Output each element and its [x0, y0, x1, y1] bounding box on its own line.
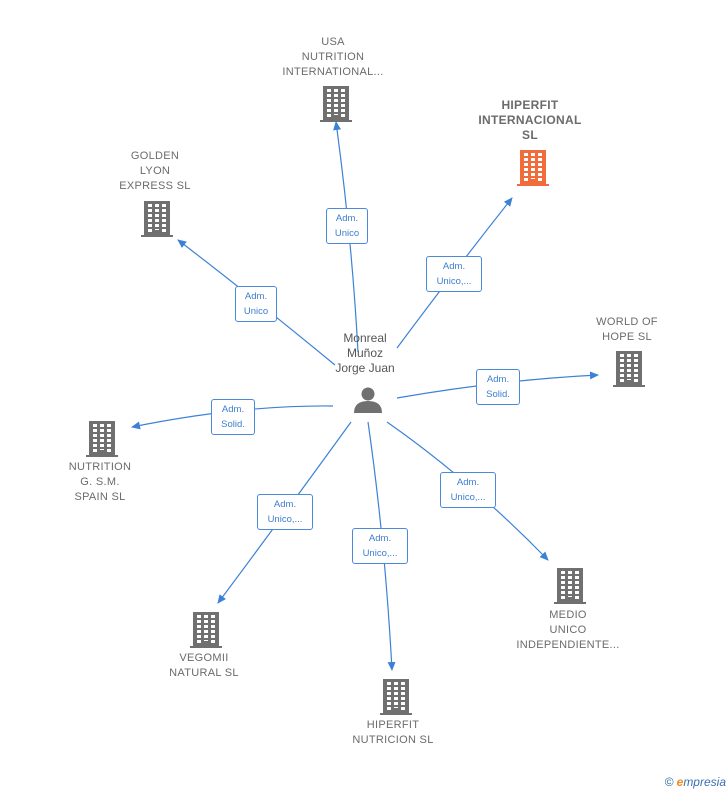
empresia-logo-letter: e: [676, 775, 684, 789]
building-icon-vegomii[interactable]: [190, 612, 222, 648]
building-icon-hiperfit-internacional[interactable]: [517, 150, 549, 186]
center-person-label[interactable]: Monreal Muñoz Jorge Juan: [335, 331, 395, 375]
copyright-icon: ©: [664, 775, 674, 789]
edge-label-golden-lyon[interactable]: Adm. Unico: [235, 286, 277, 322]
building-icon-nutrition-gsm[interactable]: [86, 421, 118, 457]
edge-label-hiperfit-nutricion[interactable]: Adm. Unico,...: [352, 528, 408, 564]
node-label-medio-unico[interactable]: MEDIO UNICO INDEPENDIENTE...: [516, 609, 620, 651]
building-icon-hiperfit-nutricion[interactable]: [380, 679, 412, 715]
node-label-usa-nutrition[interactable]: USA NUTRITION INTERNATIONAL...: [282, 36, 384, 78]
edge-label-world-of-hope[interactable]: Adm. Solid.: [476, 369, 520, 405]
empresia-logo-text: mpresia: [683, 775, 726, 789]
empresia-watermark: ©empresia: [665, 775, 726, 789]
edge-label-vegomii[interactable]: Adm. Unico,...: [257, 494, 313, 530]
building-icon-golden-lyon[interactable]: [141, 201, 173, 237]
edge-label-medio-unico[interactable]: Adm. Unico,...: [440, 472, 496, 508]
node-label-nutrition-gsm[interactable]: NUTRITION G. S.M. SPAIN SL: [68, 461, 132, 503]
building-icon-usa-nutrition[interactable]: [320, 86, 352, 122]
edge-label-hiperfit-internacional[interactable]: Adm. Unico,...: [426, 256, 482, 292]
node-label-world-of-hope[interactable]: WORLD OF HOPE SL: [596, 316, 658, 343]
edge-label-usa-nutrition[interactable]: Adm. Unico: [326, 208, 368, 244]
node-label-hiperfit-nutricion[interactable]: HIPERFIT NUTRICION SL: [352, 719, 434, 746]
node-label-vegomii[interactable]: VEGOMII NATURAL SL: [169, 652, 239, 679]
node-label-golden-lyon[interactable]: GOLDEN LYON EXPRESS SL: [119, 150, 191, 192]
node-label-hiperfit-internacional[interactable]: HIPERFIT INTERNACIONAL SL: [478, 98, 582, 142]
building-icon-medio-unico[interactable]: [554, 568, 586, 604]
edge-label-nutrition-gsm[interactable]: Adm. Solid.: [211, 399, 255, 435]
building-icon-world-of-hope[interactable]: [613, 351, 645, 387]
person-icon[interactable]: [354, 387, 382, 414]
